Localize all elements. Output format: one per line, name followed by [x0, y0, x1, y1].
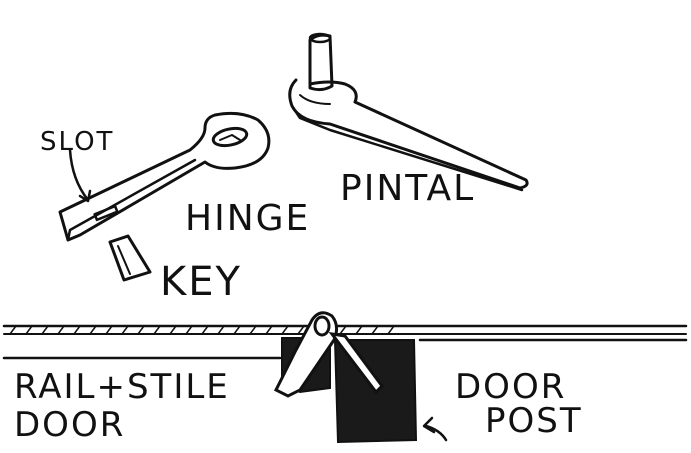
- pintal-drawing: [288, 32, 529, 192]
- hinge-label: HINGE: [185, 198, 310, 239]
- key-drawing: [108, 234, 152, 282]
- pintal-label: PINTAL: [340, 168, 475, 209]
- rail-stile-door-label: DOOR: [14, 405, 125, 445]
- door-section-drawing: [2, 311, 688, 444]
- key-label: KEY: [160, 259, 242, 305]
- door-post-door-label: DOOR: [455, 367, 566, 407]
- rail-stile-label: RAIL+STILE: [14, 367, 230, 407]
- slot-label: SLOT: [40, 127, 114, 157]
- door-post-post-label: POST: [485, 401, 583, 441]
- hinge-drawing: [58, 111, 271, 242]
